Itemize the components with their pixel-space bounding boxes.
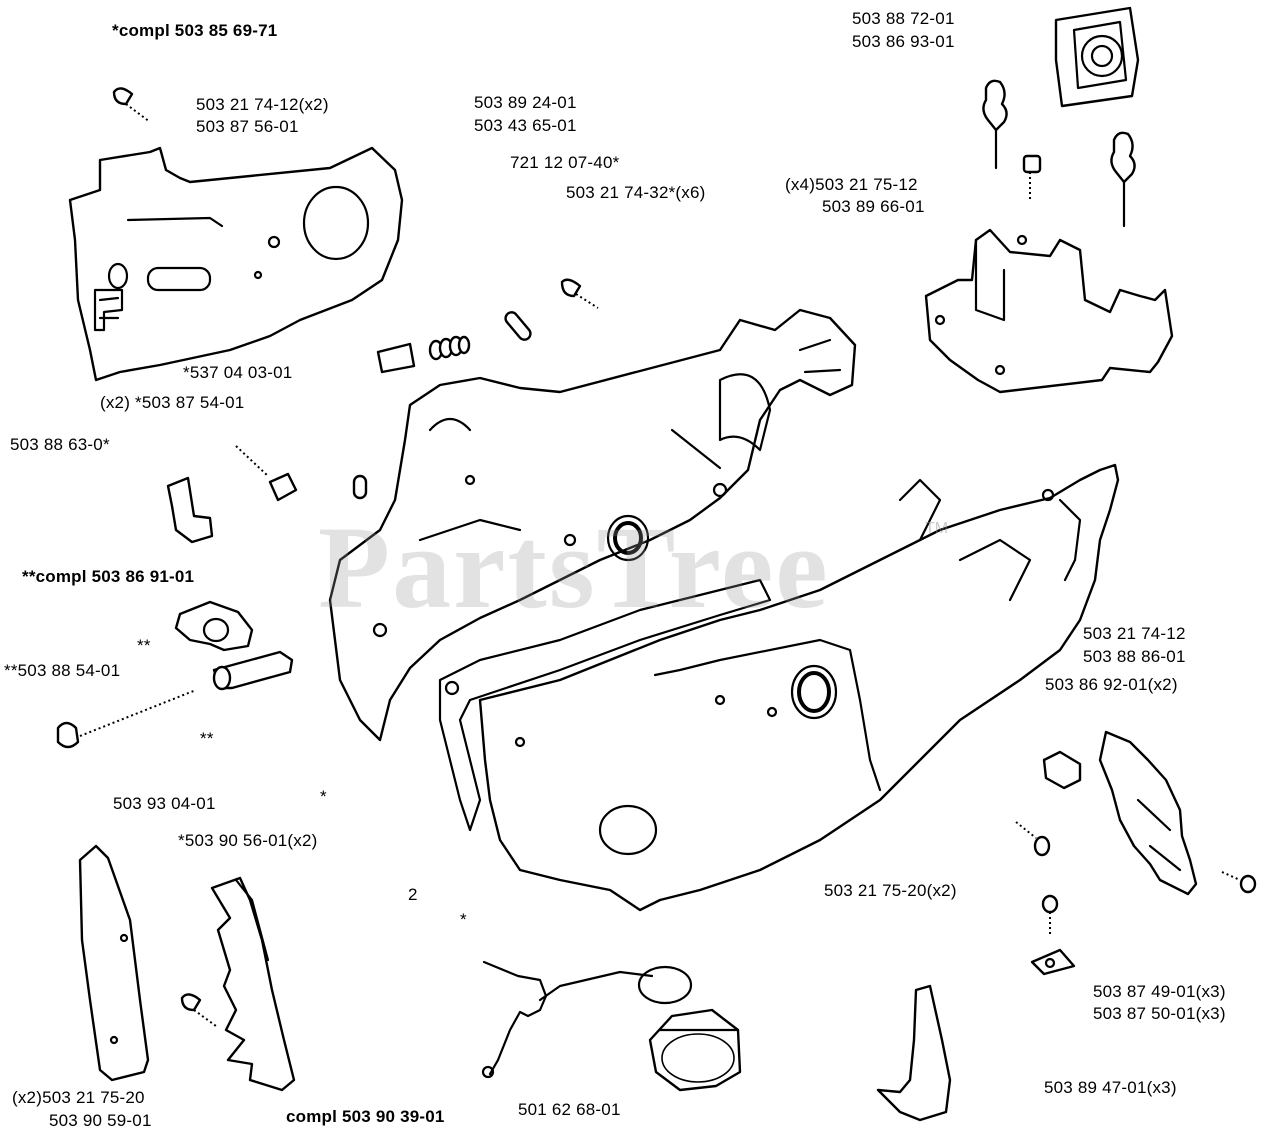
plunger-part xyxy=(212,650,294,691)
screw-part-3 xyxy=(180,993,217,1027)
part-number-label: (x2)503 21 75-20 xyxy=(12,1088,145,1107)
nut-part-5 xyxy=(1221,871,1257,894)
bracket-part xyxy=(166,476,214,544)
part-number-label: (x2) *503 87 54-01 xyxy=(100,393,245,412)
screw-part-2 xyxy=(560,278,599,309)
part-number-label: 503 87 49-01(x3) xyxy=(1093,982,1226,1001)
part-number-label: 503 87 56-01 xyxy=(196,117,299,136)
part-number-label: 503 86 92-01(x2) xyxy=(1045,675,1178,694)
part-number-label: 721 12 07-40* xyxy=(510,153,620,172)
crankcase-rear-part xyxy=(328,308,857,742)
bushing-part xyxy=(376,342,416,374)
crankcase-front-part xyxy=(478,463,1120,912)
cover-plate-part xyxy=(1098,730,1198,896)
part-number-label: 503 89 66-01 xyxy=(822,197,925,216)
part-number-label: 501 62 68-01 xyxy=(518,1100,621,1119)
adjust-screw-part xyxy=(56,689,197,749)
screw-part xyxy=(112,87,151,123)
part-number-label: 503 88 72-01 xyxy=(852,9,955,28)
nut-part-3 xyxy=(1015,821,1051,857)
part-number-label: 503 43 65-01 xyxy=(474,116,577,135)
part-number-label: 503 21 74-32*(x6) xyxy=(566,183,706,202)
part-number-label: 503 89 24-01 xyxy=(474,93,577,112)
part-number-label: 503 89 47-01(x3) xyxy=(1044,1078,1177,1097)
part-number-label: 503 90 59-01 xyxy=(49,1111,152,1130)
part-number-label: 503 21 74-12(x2) xyxy=(196,95,329,114)
chain-brake-part xyxy=(174,600,254,652)
part-number-label: *503 90 56-01(x2) xyxy=(178,831,318,850)
oil-cap-part xyxy=(481,960,742,1092)
asterisk-marker: ** xyxy=(137,636,151,655)
reference-number: 2 xyxy=(408,885,418,904)
part-number-label: 503 86 93-01 xyxy=(852,32,955,51)
asterisk-marker: * xyxy=(460,910,467,929)
part-number-label: 503 21 75-20(x2) xyxy=(824,881,957,900)
nut-part-4 xyxy=(1041,894,1059,934)
nut-part xyxy=(1022,154,1042,200)
bumper-spike-part xyxy=(210,876,296,1092)
spring-part xyxy=(428,335,471,361)
air-filter-part xyxy=(1054,6,1140,108)
part-number-label: (x4)503 21 75-12 xyxy=(785,175,918,194)
assembly-label: *compl 503 85 69-71 xyxy=(112,21,278,40)
part-number-label: 503 87 50-01(x3) xyxy=(1093,1004,1226,1023)
trademark-symbol: TM xyxy=(925,520,949,537)
parts-tree-watermark: PartsTree xyxy=(318,502,830,633)
part-number-label: 503 21 74-12 xyxy=(1083,624,1186,643)
washer-part xyxy=(1030,948,1076,976)
part-number-label: 503 88 63-0* xyxy=(10,435,110,454)
nut-part-2 xyxy=(1042,750,1082,790)
asterisk-marker: * xyxy=(320,787,327,806)
gasket-part xyxy=(438,578,772,832)
knob-part xyxy=(982,79,1008,170)
guard-hook-part xyxy=(876,984,952,1122)
knob-part-2 xyxy=(1110,131,1136,228)
guide-plate-part xyxy=(78,844,150,1082)
part-number-label: *537 04 03-01 xyxy=(183,363,293,382)
assembly-label: compl 503 90 39-01 xyxy=(286,1107,445,1126)
pin-part-2 xyxy=(352,474,368,500)
asterisk-marker: ** xyxy=(200,729,214,748)
part-number-label: **503 88 54-01 xyxy=(4,661,121,680)
part-number-label: 503 93 04-01 xyxy=(113,794,216,813)
cylinder-cover-part xyxy=(924,228,1174,394)
assembly-label: **compl 503 86 91-01 xyxy=(22,567,195,586)
bolt-part xyxy=(235,445,298,502)
part-number-label: 503 88 86-01 xyxy=(1083,647,1186,666)
pin-part xyxy=(504,311,532,341)
clutch-cover-part xyxy=(68,146,404,382)
